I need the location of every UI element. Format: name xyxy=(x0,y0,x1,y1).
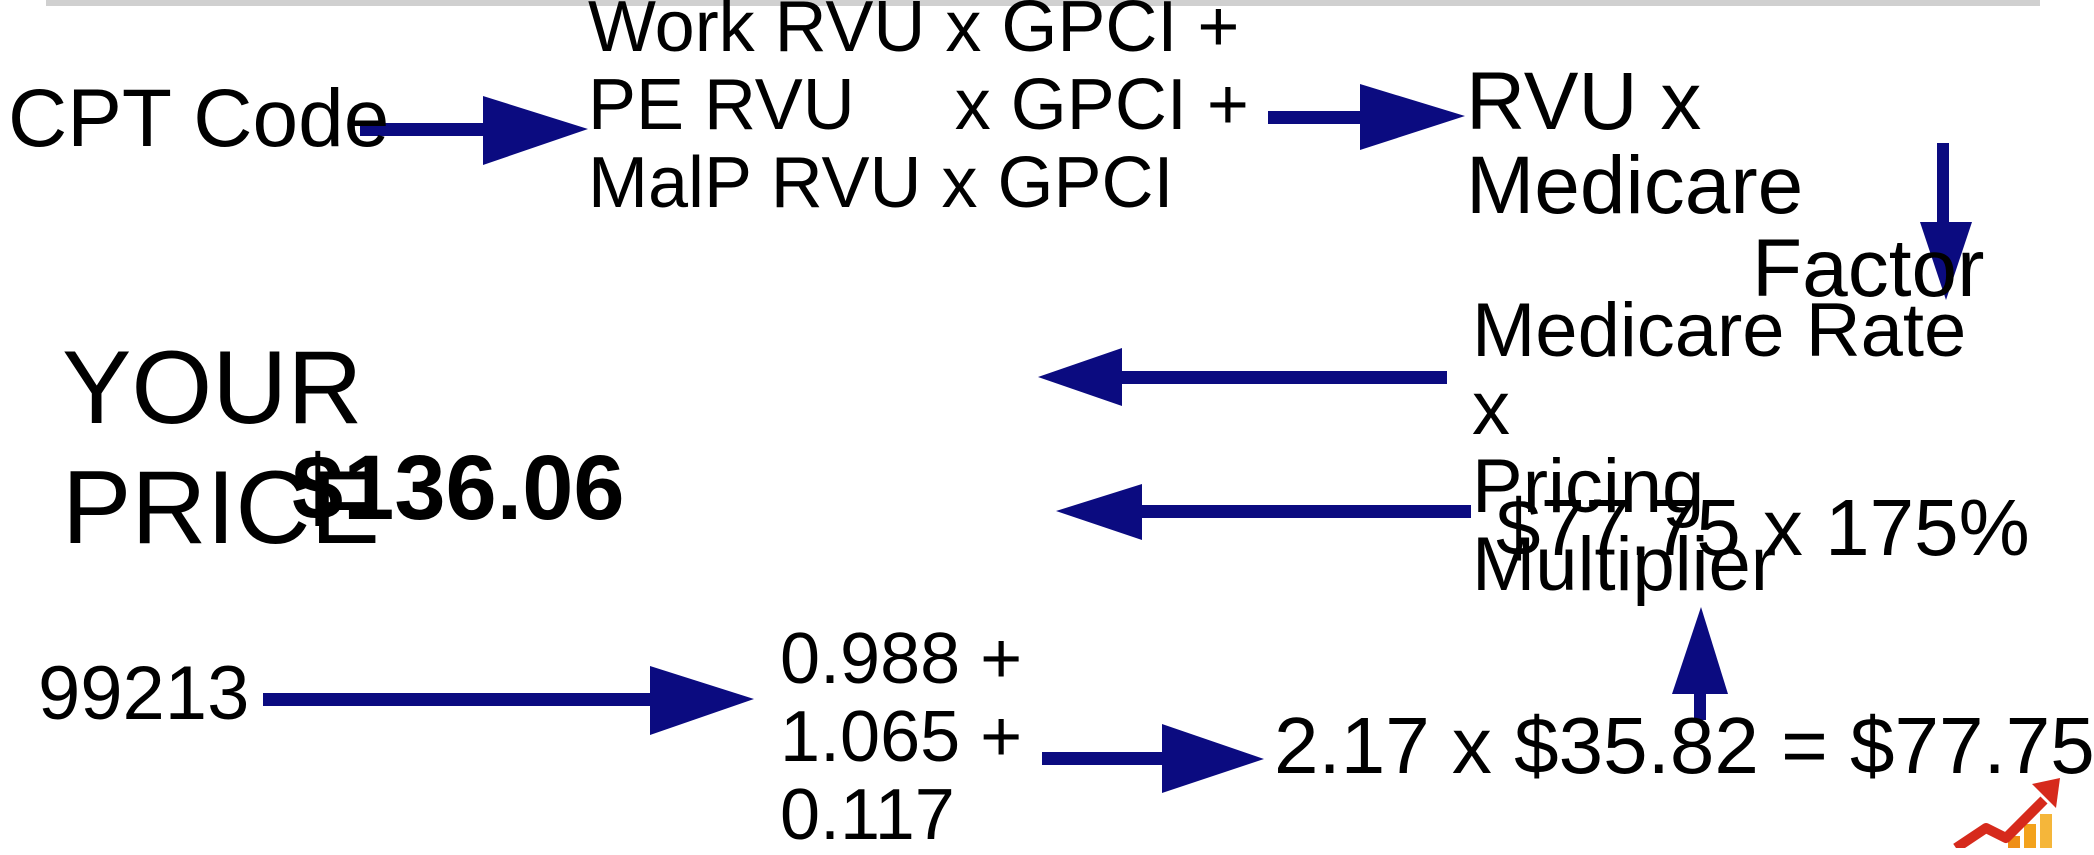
cpt-code-value: 99213 xyxy=(38,651,250,736)
rvu-medicare-line-1: RVU x xyxy=(1466,56,1702,147)
medicare-rate-line-1: Medicare Rate xyxy=(1472,288,1967,373)
medicare-rate-line-4: Multiplier xyxy=(1472,522,1777,607)
rvu-values-line-1: 0.988 + xyxy=(780,619,1023,699)
arrow-factor-down xyxy=(1920,143,1972,300)
rvu-calculation: 2.17 x $35.82 = $77.75 xyxy=(1274,701,2094,790)
your-price-label: YOUR PRICE xyxy=(62,328,380,568)
rvu-medicare-line-2: Medicare xyxy=(1466,140,1804,231)
medicare-rate-line-3: Pricing xyxy=(1472,444,1705,529)
rvu-formula-line-3: MalP RVU x GPCI xyxy=(588,143,1174,223)
rvu-values: 0.988 + 1.065 + 0.117 xyxy=(780,620,1022,854)
arrow-values-to-calc xyxy=(1042,724,1264,793)
rvu-formula-line-2: PE RVU x GPCI + xyxy=(588,65,1249,145)
arrow-rate-to-left xyxy=(1038,348,1447,406)
rvu-values-line-2: 1.065 + xyxy=(780,697,1023,777)
your-price-line-2: PRICE xyxy=(62,450,380,566)
price-value: $136.06 xyxy=(292,437,625,539)
rvu-formula-line-1: Work RVU x GPCI + xyxy=(588,0,1240,67)
medicare-rate-label: Medicare Rate x Pricing Multiplier xyxy=(1472,292,1966,604)
rate-calculation: $77.75 x 175% xyxy=(1496,483,2030,572)
trend-up-icon xyxy=(1953,778,2060,848)
rvu-formula: Work RVU x GPCI + PE RVU x GPCI + MalP R… xyxy=(588,0,1249,222)
rvu-values-line-3: 0.117 xyxy=(780,775,955,855)
arrow-calc-up xyxy=(1672,607,1728,720)
arrow-cpt-to-formula xyxy=(360,96,588,165)
rvu-medicare-label: RVU x Medicare xyxy=(1466,60,1803,228)
your-price-line-1: YOUR xyxy=(62,330,363,446)
arrow-formula-to-medicare xyxy=(1268,84,1465,150)
arrow-code-to-values xyxy=(263,666,754,735)
cpt-code-label: CPT Code xyxy=(8,73,390,164)
arrow-pricing-to-price xyxy=(1056,484,1471,540)
factor-label: Factor xyxy=(1752,223,1985,314)
top-divider xyxy=(46,0,2040,6)
medicare-rate-line-2: x xyxy=(1472,366,1510,451)
